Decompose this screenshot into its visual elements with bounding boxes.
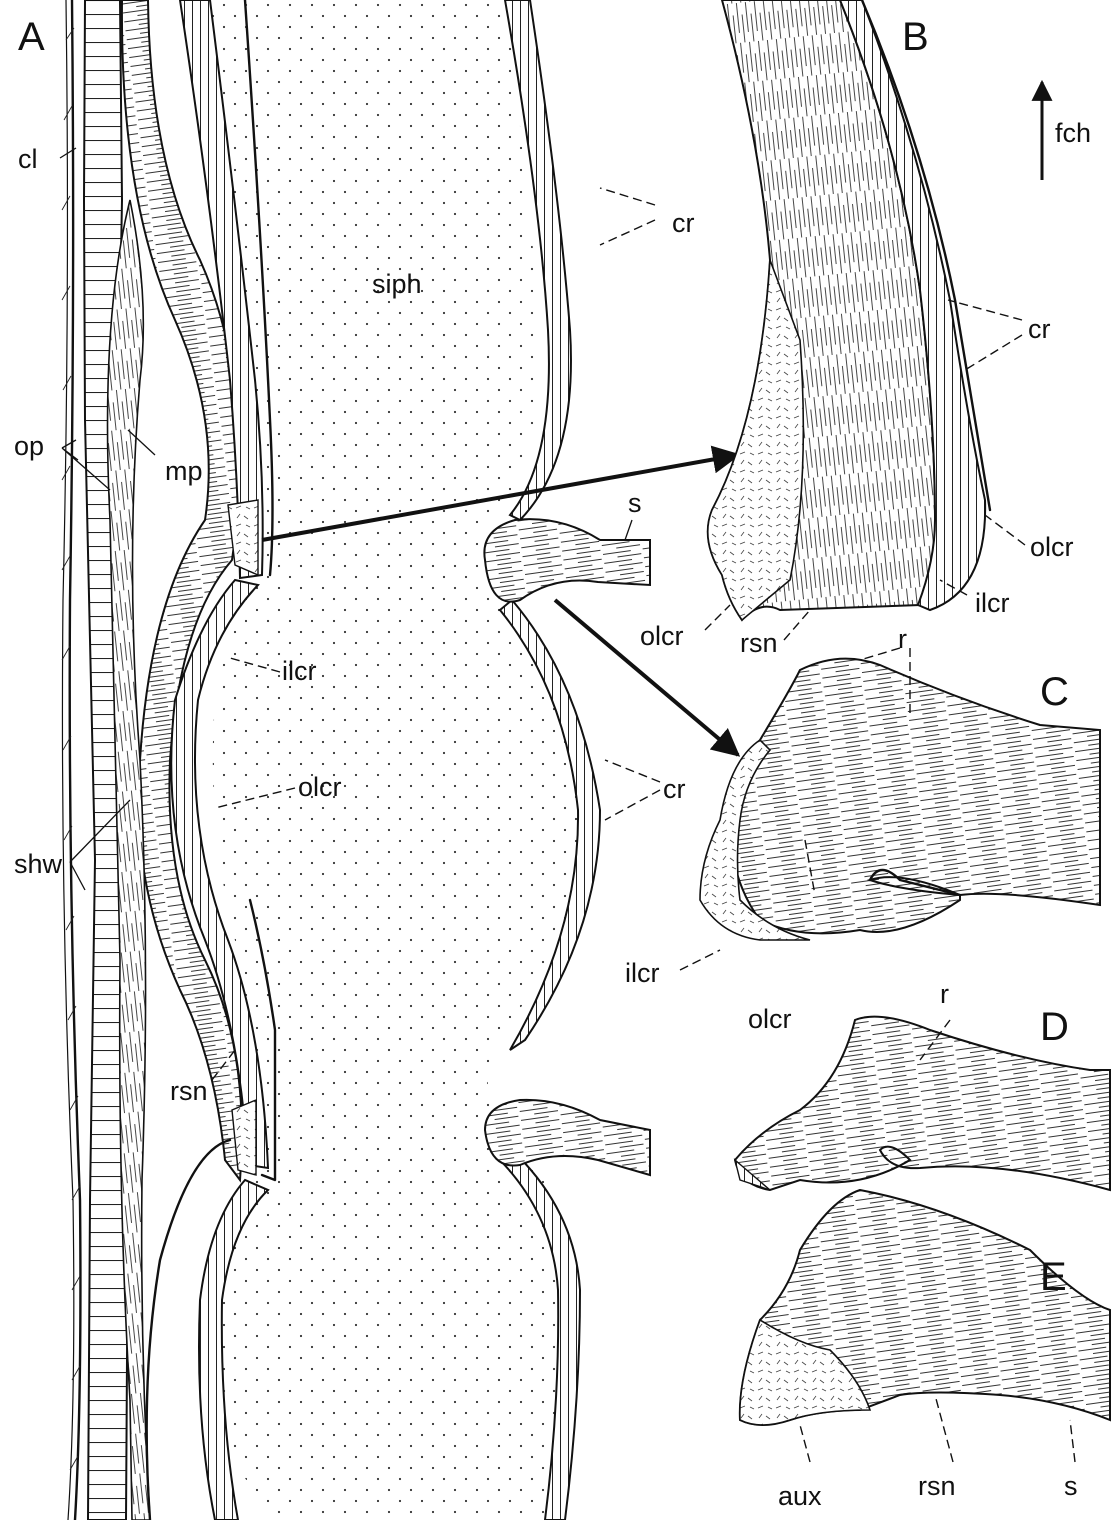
label-rsn-b: rsn bbox=[740, 628, 778, 658]
siphuncle-fill bbox=[204, 0, 590, 1520]
label-rsn-e: rsn bbox=[918, 1471, 956, 1501]
label-op: op bbox=[14, 431, 44, 461]
label-olcr-b2: olcr bbox=[640, 621, 684, 651]
label-ilcr-a: ilcr bbox=[282, 656, 317, 686]
panel-e-drawing bbox=[740, 1190, 1110, 1425]
label-aux: aux bbox=[778, 1481, 822, 1511]
label-rsn-a: rsn bbox=[170, 1076, 208, 1106]
panel-a-drawing bbox=[62, 0, 650, 1520]
septum-lower bbox=[485, 1100, 650, 1175]
panel-label-c: C bbox=[1040, 670, 1069, 714]
label-cr-a-upper: cr bbox=[672, 208, 695, 238]
panel-b-rsn bbox=[708, 260, 804, 620]
label-cr-b: cr bbox=[1028, 314, 1051, 344]
label-s-e: s bbox=[1064, 1471, 1078, 1501]
label-olcr-a: olcr bbox=[298, 772, 342, 802]
label-mp: mp bbox=[165, 456, 203, 486]
label-olcr-b: olcr bbox=[1030, 532, 1074, 562]
label-cl: cl bbox=[18, 144, 38, 174]
panel-b-drawing bbox=[708, 0, 990, 620]
label-cr-a-lower: cr bbox=[663, 774, 686, 804]
panel-label-a: A bbox=[18, 15, 45, 59]
panel-label-b: B bbox=[902, 15, 929, 59]
panel-label-e: E bbox=[1040, 1255, 1067, 1299]
label-ilcr-b: ilcr bbox=[975, 588, 1010, 618]
panel-label-d: D bbox=[1040, 1005, 1069, 1049]
label-ilcr-c: ilcr bbox=[625, 958, 660, 988]
label-r-d: r bbox=[940, 979, 949, 1009]
label-siph: siph bbox=[372, 269, 422, 299]
label-shw: shw bbox=[14, 849, 63, 879]
label-olcr-c: olcr bbox=[748, 1004, 792, 1034]
label-fch: fch bbox=[1055, 118, 1091, 148]
label-s-a: s bbox=[628, 488, 642, 518]
label-r-c: r bbox=[898, 624, 907, 654]
septum-upper bbox=[484, 519, 650, 602]
